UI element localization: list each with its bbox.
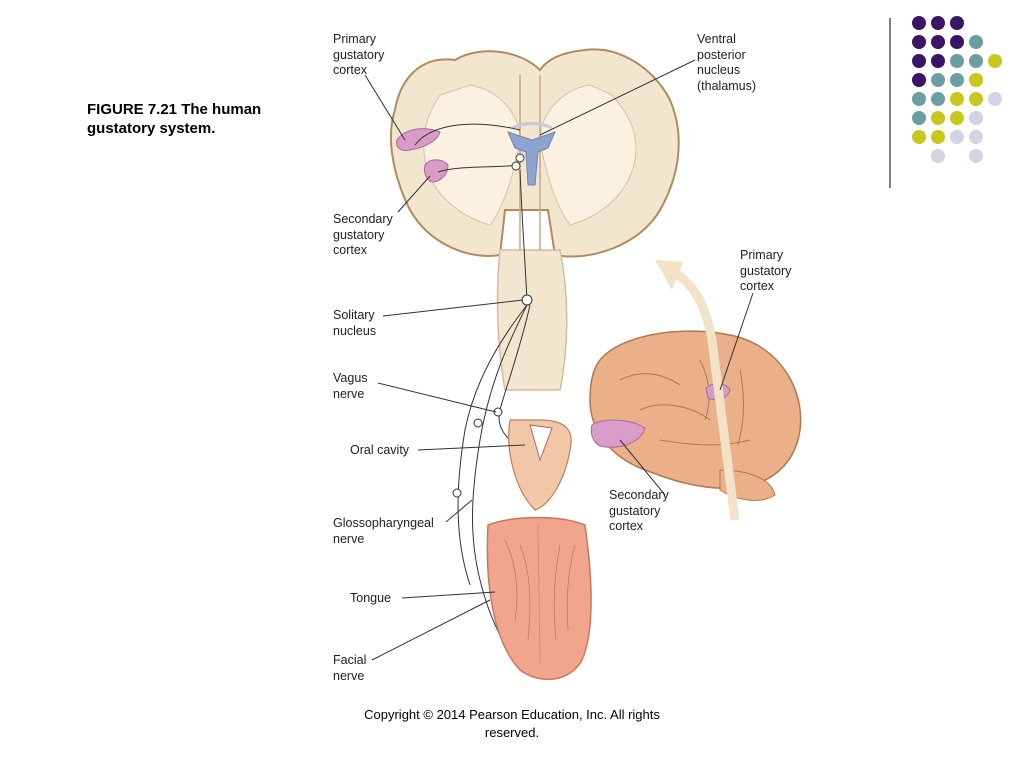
decorative-dot (969, 149, 983, 163)
decorative-dot-grid (889, 16, 1002, 188)
decorative-dot (912, 54, 926, 68)
tongue-illustration (486, 516, 592, 680)
decorative-dot (988, 54, 1002, 68)
decorative-dot (950, 73, 964, 87)
copyright-notice: Copyright © 2014 Pearson Education, Inc.… (364, 707, 660, 740)
label-primary-gustatory-cortex-top: Primary gustatory cortex (333, 32, 385, 77)
label-primary-gustatory-cortex-right: Primary gustatory cortex (740, 248, 792, 293)
decorative-dot (969, 73, 983, 87)
decorative-dot (950, 35, 964, 49)
label-ventral-posterior-nucleus: Ventral posterior nucleus (thalamus) (697, 32, 757, 93)
decorative-dot (931, 54, 945, 68)
leader-lines (364, 59, 754, 661)
decorative-dot (950, 54, 964, 68)
decorative-dot (912, 92, 926, 106)
decorative-dot (931, 92, 945, 106)
coronal-brain-section (389, 48, 680, 391)
thalamus-shape (507, 131, 556, 186)
lateral-brain (589, 260, 802, 521)
primary-cortex-highlight (396, 128, 441, 151)
decorative-dot (931, 73, 945, 87)
decorative-dot (931, 149, 945, 163)
decorative-dot (969, 54, 983, 68)
decorative-dot (950, 92, 964, 106)
decorative-dot (950, 111, 964, 125)
secondary-cortex-lateral (590, 419, 646, 448)
decorative-dot (950, 130, 964, 144)
oral-cavity-illustration (508, 419, 572, 511)
decorative-dot (931, 35, 945, 49)
secondary-cortex-highlight (423, 159, 449, 183)
label-solitary-nucleus: Solitary nucleus (333, 308, 377, 338)
decorative-dot (931, 111, 945, 125)
decorative-dot (969, 92, 983, 106)
label-oral-cavity: Oral cavity (350, 443, 410, 457)
decorative-dot (988, 92, 1002, 106)
decorative-dot (931, 16, 945, 30)
decorative-dot (931, 130, 945, 144)
label-tongue: Tongue (350, 591, 392, 605)
decorative-dot (950, 16, 964, 30)
label-glossopharyngeal-nerve: Glossopharyngeal nerve (333, 516, 434, 546)
label-vagus-nerve: Vagus nerve (333, 371, 368, 401)
label-secondary-gustatory-cortex-left: Secondary gustatory cortex (333, 212, 393, 257)
decorative-dot (912, 73, 926, 87)
decorative-dot (912, 130, 926, 144)
decorative-dot (969, 35, 983, 49)
decorative-dot (969, 111, 983, 125)
figure-caption: FIGURE 7.21 The human gustatory system. (87, 101, 262, 137)
label-facial-nerve: Facial nerve (333, 653, 367, 683)
decorative-dot (969, 130, 983, 144)
decorative-dot (912, 16, 926, 30)
decorative-dot (912, 35, 926, 49)
decorative-dot (912, 111, 926, 125)
label-secondary-gustatory-cortex-right: Secondary gustatory cortex (609, 488, 669, 533)
